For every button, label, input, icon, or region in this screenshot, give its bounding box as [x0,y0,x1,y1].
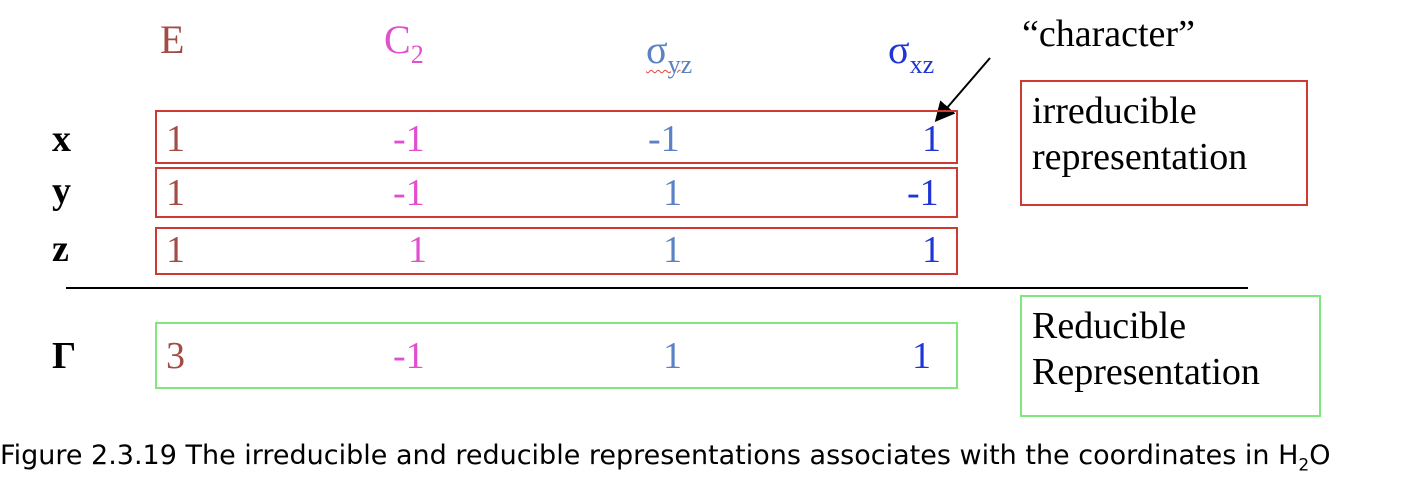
reducible-line1: Reducible [1032,305,1187,347]
cell-z-sigma-yz: 1 [663,229,682,271]
cell-y-sigma-xz: -1 [907,172,939,214]
arrow-icon [934,57,991,123]
row-box-gamma [155,322,958,389]
cell-y-C2: -1 [393,172,425,214]
row-label-y: y [52,170,71,212]
cell-gamma-sigma-xz: 1 [912,335,931,377]
character-label: “character” [1022,13,1195,55]
cell-x-sigma-xz: 1 [922,118,941,160]
divider-line [66,287,1248,289]
row-box-z [155,227,958,275]
cell-x-C2: -1 [393,118,425,160]
row-box-y [155,167,958,218]
cell-y-sigma-yz: 1 [663,172,682,214]
cell-x-sigma-yz: -1 [648,118,680,160]
row-label-gamma: Γ [52,335,77,377]
cell-z-E: 1 [166,229,185,271]
cell-z-C2: 1 [408,229,427,271]
cell-gamma-sigma-yz: 1 [663,335,682,377]
header-sigma-xz: σxz [888,27,935,79]
irreducible-line1: irreducible [1032,90,1197,132]
irreducible-line2: representation [1032,136,1248,178]
header-sigma-yz: σyz [646,27,693,79]
cell-x-E: 1 [166,118,185,160]
reducible-representation-label: Reducible Representation [1020,295,1321,417]
row-label-z: z [52,228,69,270]
irreducible-representation-label: irreducible representation [1020,80,1308,206]
figure-caption: Figure 2.3.19 The irreducible and reduci… [0,440,1331,476]
row-label-x: x [52,118,71,160]
cell-z-sigma-xz: 1 [922,229,941,271]
cell-gamma-E: 3 [166,335,185,377]
header-C2: C2 [384,17,424,69]
cell-gamma-C2: -1 [393,335,425,377]
row-box-x [155,110,958,164]
reducible-line2: Representation [1032,351,1260,393]
cell-y-E: 1 [166,172,185,214]
header-E: E [160,17,185,62]
